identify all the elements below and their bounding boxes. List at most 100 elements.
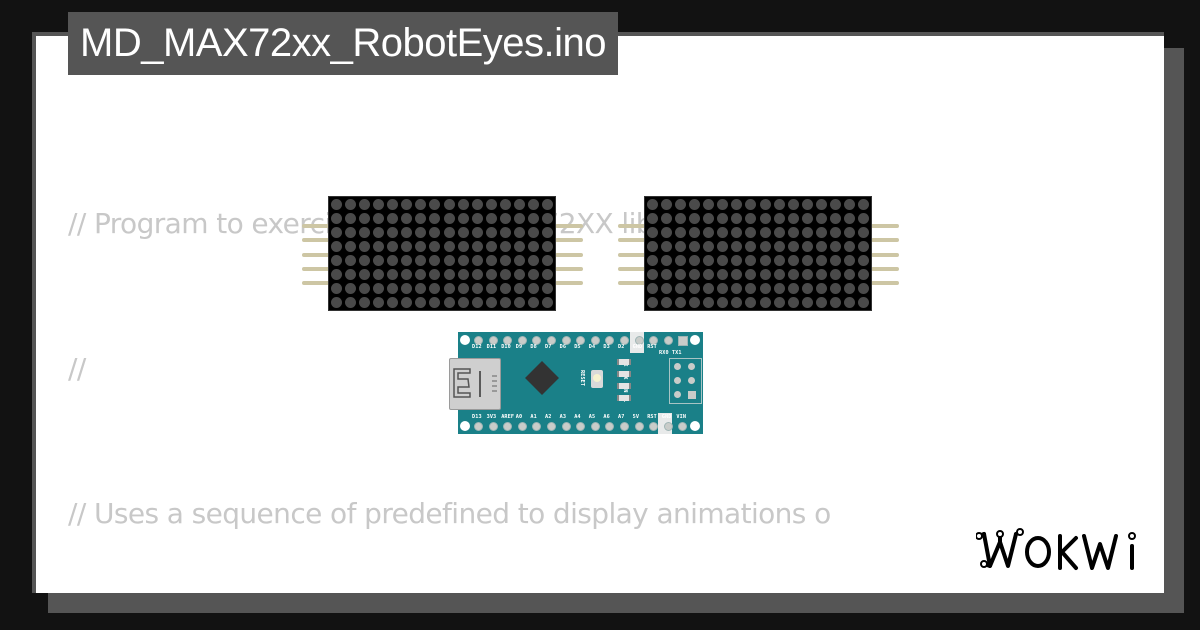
led-dot bbox=[387, 255, 398, 266]
led-dot bbox=[542, 212, 554, 224]
led-dot bbox=[542, 198, 554, 210]
pin-3v3[interactable] bbox=[488, 422, 498, 431]
led-dot bbox=[471, 198, 483, 210]
led-dot bbox=[844, 255, 856, 266]
pin-gnd[interactable] bbox=[634, 336, 644, 345]
pin-label: D2 bbox=[618, 344, 625, 350]
reset-button[interactable] bbox=[591, 370, 603, 388]
led-dot bbox=[387, 212, 398, 224]
led-dot bbox=[387, 240, 398, 252]
led-dot bbox=[443, 198, 455, 210]
led-dot bbox=[542, 283, 554, 295]
led-dot bbox=[816, 226, 827, 238]
pin-label: A2 bbox=[545, 414, 552, 420]
led-dot bbox=[688, 226, 700, 238]
led-dot bbox=[646, 297, 658, 309]
led-dot bbox=[703, 255, 714, 266]
pin-d6[interactable] bbox=[561, 336, 571, 345]
led-dot bbox=[429, 226, 441, 238]
pin-d11[interactable] bbox=[488, 336, 498, 345]
led-dot bbox=[528, 212, 540, 224]
pin-d3[interactable] bbox=[605, 336, 615, 345]
led-dot bbox=[674, 283, 686, 295]
pin-rx0[interactable] bbox=[664, 336, 673, 345]
led-dot bbox=[542, 255, 554, 266]
project-title: MD_MAX72xx_RobotEyes.ino bbox=[80, 21, 607, 65]
led-dot bbox=[330, 255, 342, 266]
led-dot bbox=[415, 283, 427, 295]
pin-label: D7 bbox=[545, 344, 552, 350]
led-dot bbox=[514, 226, 526, 238]
led-dot bbox=[844, 297, 856, 309]
pin-rst[interactable] bbox=[649, 422, 659, 431]
pin-d4[interactable] bbox=[590, 336, 600, 345]
pin-rst[interactable] bbox=[649, 336, 659, 345]
led-dot bbox=[717, 269, 729, 281]
wokwi-logo[interactable] bbox=[975, 528, 1152, 576]
led-dot bbox=[773, 297, 785, 309]
pin-label: D11 bbox=[486, 344, 497, 350]
led-dot bbox=[401, 283, 413, 295]
led-dot bbox=[471, 269, 483, 281]
pin-a3[interactable] bbox=[561, 422, 571, 431]
led-dot bbox=[387, 226, 398, 238]
led-dot bbox=[787, 269, 799, 281]
pin-gnd[interactable] bbox=[663, 422, 673, 431]
led-dot bbox=[688, 283, 700, 295]
pin-a7[interactable] bbox=[620, 422, 629, 431]
led-dot bbox=[528, 226, 540, 238]
pin-a4[interactable] bbox=[576, 422, 586, 431]
led-dot bbox=[485, 240, 497, 252]
pin-label: D5 bbox=[574, 344, 581, 350]
pin-aref[interactable] bbox=[503, 422, 513, 431]
led-dot bbox=[514, 198, 526, 210]
led-dot bbox=[816, 297, 827, 309]
led-dot bbox=[471, 240, 483, 252]
pin-d9[interactable] bbox=[517, 336, 527, 345]
pin-d10[interactable] bbox=[503, 336, 513, 345]
pin-a0[interactable] bbox=[517, 422, 527, 431]
led-dot bbox=[801, 198, 813, 210]
pin-a1[interactable] bbox=[532, 422, 542, 431]
pin-a2[interactable] bbox=[547, 422, 556, 431]
led-dot bbox=[759, 240, 771, 252]
led-dot bbox=[688, 297, 700, 309]
pin-d5[interactable] bbox=[576, 336, 586, 345]
pin-a5[interactable] bbox=[590, 422, 600, 431]
pin-label: A0 bbox=[515, 414, 523, 420]
pin-tx1[interactable] bbox=[678, 336, 688, 346]
led-dot bbox=[443, 297, 455, 309]
pin-label: D3 bbox=[603, 344, 610, 350]
led-dot bbox=[358, 198, 370, 210]
pin-d13[interactable] bbox=[474, 422, 483, 431]
pin-vin[interactable] bbox=[678, 422, 688, 431]
led-dot bbox=[731, 269, 743, 281]
pin-d8[interactable] bbox=[532, 336, 542, 345]
led-dot bbox=[485, 198, 497, 210]
pin-d2[interactable] bbox=[620, 336, 629, 345]
pin-a6[interactable] bbox=[605, 422, 615, 431]
project-card[interactable]: // Program to exercise the MD_MAX72XX li… bbox=[32, 32, 1164, 593]
led-dot bbox=[759, 297, 771, 309]
led-dot bbox=[457, 283, 469, 295]
led-dot bbox=[801, 212, 813, 224]
led-dot bbox=[801, 297, 813, 309]
led-dot bbox=[703, 198, 714, 210]
project-title-box[interactable]: MD_MAX72xx_RobotEyes.ino bbox=[68, 12, 619, 75]
pin-5v[interactable] bbox=[634, 422, 644, 431]
led-dot bbox=[401, 297, 413, 309]
led-dot bbox=[457, 198, 469, 210]
pin-d12[interactable] bbox=[474, 336, 483, 345]
pin-label: RST bbox=[647, 414, 657, 420]
led-dot bbox=[415, 198, 427, 210]
led-dot bbox=[485, 283, 497, 295]
led-dot bbox=[485, 255, 497, 266]
led-dot bbox=[500, 198, 511, 210]
led-dot bbox=[816, 255, 827, 266]
led-dot bbox=[844, 198, 856, 210]
led-dot bbox=[401, 240, 413, 252]
led-dot bbox=[358, 297, 370, 309]
on-led bbox=[617, 383, 631, 389]
pin-d7[interactable] bbox=[547, 336, 556, 345]
pin-label: A1 bbox=[530, 414, 537, 420]
